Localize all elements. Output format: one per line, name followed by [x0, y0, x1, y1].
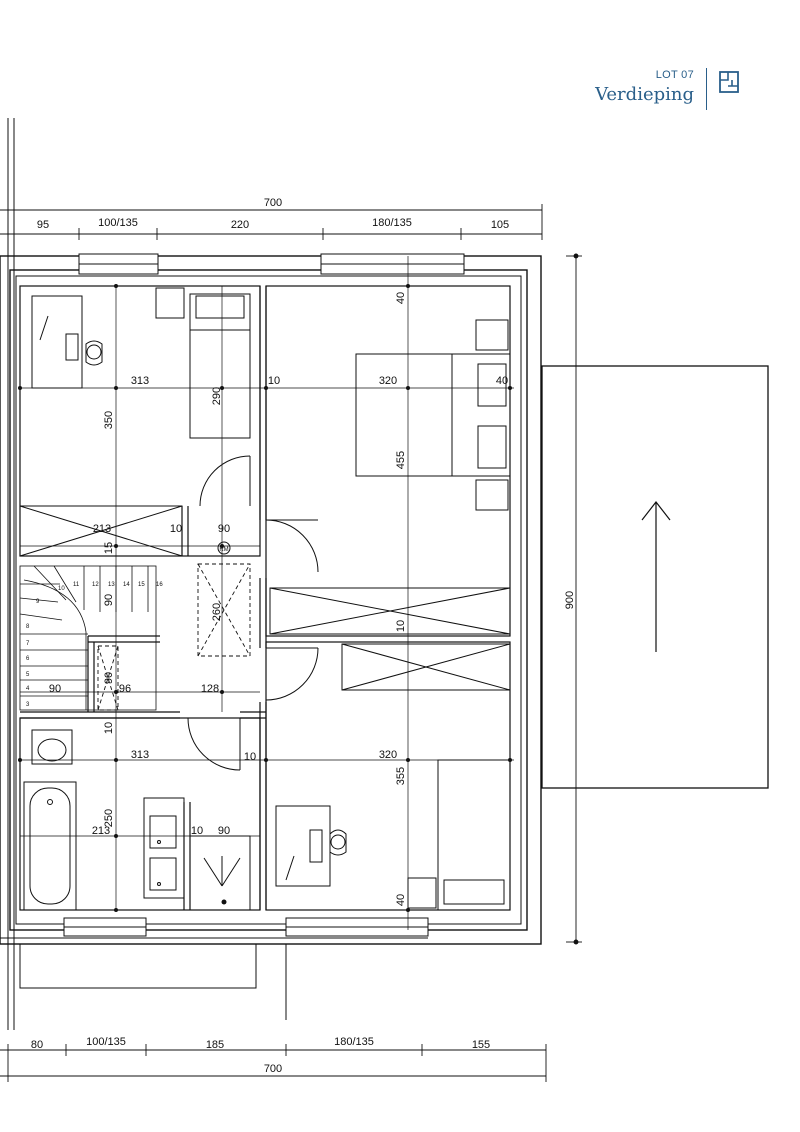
- wardrobe-nw: [19, 505, 183, 557]
- dim-shower: 90: [218, 825, 230, 837]
- dim-bed-nw: 290: [211, 387, 223, 405]
- dim-bath-width: 213: [92, 825, 110, 837]
- dim-wall-1: 10: [268, 375, 280, 387]
- doors: [187, 455, 319, 771]
- svg-text:6: 6: [26, 656, 30, 662]
- svg-text:9: 9: [36, 599, 40, 605]
- hall-features: [97, 563, 251, 711]
- svg-text:5: 5: [26, 672, 30, 678]
- svg-text:4: 4: [26, 686, 30, 692]
- dim-wall-6: 10: [244, 751, 256, 763]
- interior-walls: [19, 285, 511, 911]
- windows-bottom: [63, 917, 429, 937]
- rm-symbol: RM: [217, 541, 231, 555]
- svg-text:11: 11: [73, 582, 80, 588]
- plan-header: LOT 07 Verdieping: [520, 64, 740, 114]
- svg-text:12: 12: [92, 582, 99, 588]
- dim-right-total: 900: [564, 591, 576, 609]
- dim-stair-width: 90: [103, 594, 115, 606]
- dim-bottom-total: 700: [264, 1063, 282, 1075]
- svg-text:3: 3: [26, 702, 30, 708]
- top-dimension-lines: [0, 204, 543, 240]
- up-arrow-icon: [641, 501, 671, 652]
- dim-bottom-4: 180/135: [334, 1036, 374, 1048]
- balcony: [0, 937, 428, 1020]
- dim-ne-top: 40: [395, 292, 407, 304]
- windows-top: [78, 253, 465, 275]
- dim-ne-width: 320: [379, 375, 397, 387]
- staircase: [19, 565, 157, 711]
- svg-text:7: 7: [26, 641, 30, 647]
- wardrobe-ne: [269, 587, 511, 691]
- desk-se: [275, 805, 347, 887]
- dim-se-width: 320: [379, 749, 397, 761]
- dim-wall-2: 10: [170, 523, 182, 535]
- bed-ne: [355, 319, 511, 511]
- roof-terrace: [541, 365, 769, 789]
- dim-nw-width: 313: [131, 375, 149, 387]
- dim-wardrobe: 213: [93, 523, 111, 535]
- bed-se: [407, 759, 511, 911]
- dim-bottom-5: 155: [472, 1039, 490, 1051]
- bottom-dimension-lines: [0, 1044, 547, 1082]
- svg-text:13: 13: [108, 582, 115, 588]
- dim-sw-width: 313: [131, 749, 149, 761]
- dim-stair-90: 90: [103, 672, 115, 684]
- svg-text:RM: RM: [219, 547, 228, 553]
- svg-text:10: 10: [58, 586, 65, 592]
- dim-wall-4: 10: [395, 620, 407, 632]
- dim-nw-depth: 350: [103, 411, 115, 429]
- dim-ne-right: 40: [496, 375, 508, 387]
- dim-bottom-2: 100/135: [86, 1036, 126, 1048]
- shower-drain: [221, 899, 227, 905]
- desk-nw: [31, 295, 103, 389]
- svg-text:14: 14: [123, 582, 130, 588]
- svg-text:8: 8: [26, 624, 30, 630]
- floor-title: Verdieping: [595, 84, 694, 105]
- interior-dimension-labels: 313 350 290 10 320 40 40 455 213 10 90 1…: [49, 292, 508, 906]
- dim-ne-depth: 455: [395, 451, 407, 469]
- bed-nw: [155, 287, 251, 439]
- floorplan-icon: [719, 71, 739, 93]
- lot-number: LOT 07: [655, 69, 694, 81]
- dim-bottom-1: 80: [31, 1039, 43, 1051]
- dim-bath-depth: 250: [103, 809, 115, 827]
- dim-landing: 128: [201, 683, 219, 695]
- dim-hall-length: 260: [211, 603, 223, 621]
- dim-top-3: 220: [231, 219, 249, 231]
- dim-wall-3: 15: [103, 542, 115, 554]
- dim-top-5: 105: [491, 219, 509, 231]
- dim-bottom-3: 185: [206, 1039, 224, 1051]
- dim-wall-7: 10: [191, 825, 203, 837]
- dim-top-2: 100/135: [98, 217, 138, 229]
- dim-top-total: 700: [264, 197, 282, 209]
- dim-top-1: 95: [37, 219, 49, 231]
- stair-step-numbers: 3 4 5 6 7 8 9 10 11 12 13 14 15 16: [26, 582, 163, 708]
- dim-se-bottom: 40: [395, 894, 407, 906]
- axis-nodes: [18, 284, 512, 912]
- dim-hall-90: 90: [49, 683, 61, 695]
- dim-top-4: 180/135: [372, 217, 412, 229]
- bathroom-fixtures: [23, 729, 251, 911]
- site-boundary: [7, 118, 15, 1030]
- svg-text:15: 15: [138, 582, 145, 588]
- dim-wall-5: 10: [103, 722, 115, 734]
- svg-text:16: 16: [156, 582, 163, 588]
- dim-se-depth: 355: [395, 767, 407, 785]
- dim-hall-96: 96: [119, 683, 131, 695]
- header-divider: [705, 68, 707, 110]
- right-dimension: [566, 253, 582, 945]
- dim-hall-width: 90: [218, 523, 230, 535]
